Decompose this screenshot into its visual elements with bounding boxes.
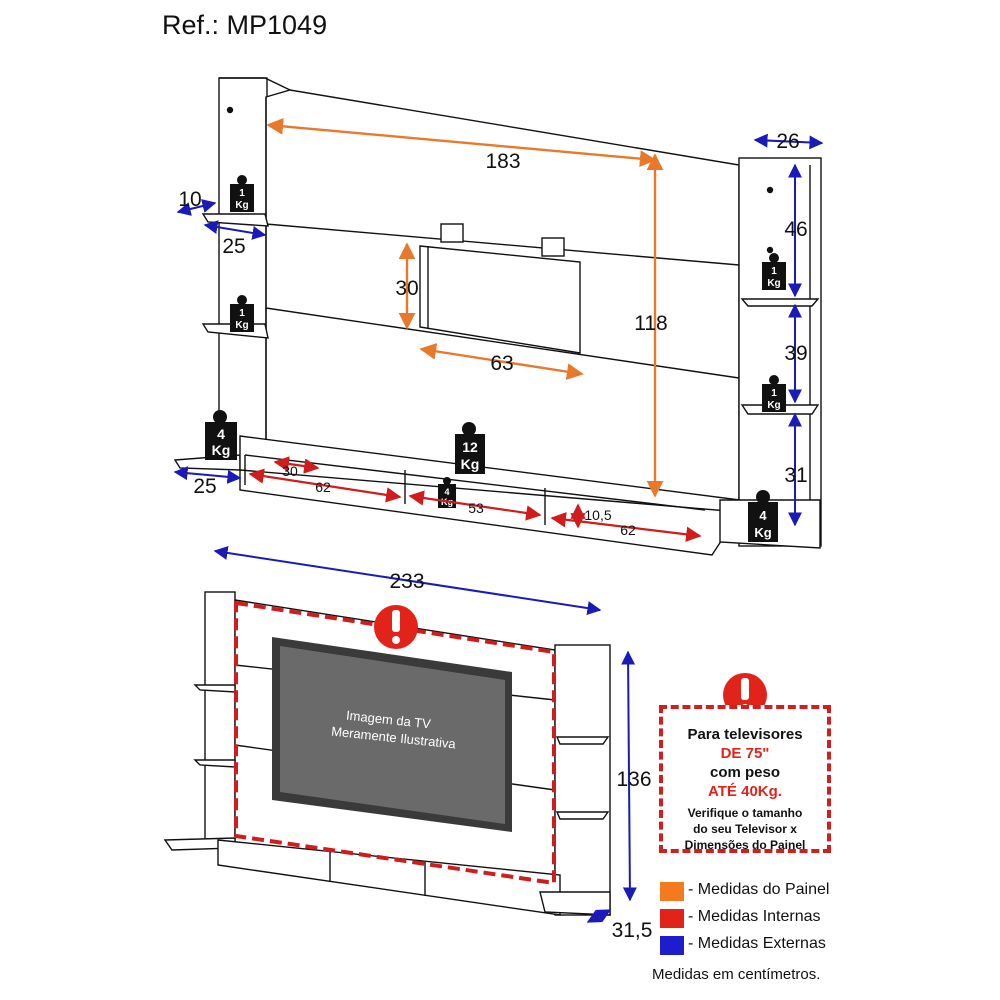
warning-note1: Verifique o tamanho [687,806,803,820]
legend-item-panel: - Medidas do Painel [660,880,860,907]
dim-total-depth: 31,5 [612,919,653,942]
dim-niche-middle-width: 53 [468,500,484,516]
warning-line1: Para televisores [687,726,803,743]
legend-swatch [660,936,684,955]
svg-text:12: 12 [462,439,478,455]
warning-note2: do seu Televisor x [693,822,797,836]
weight-base-left: 4 Kg [205,410,237,460]
dim-total-height: 136 [616,768,651,791]
tv-warning-box: Para televisores DE 75" com peso ATÉ 40K… [659,705,831,853]
internal-dimensions [248,456,702,542]
svg-text:Kg: Kg [461,456,480,472]
tv-illustration: Imagem da TV Meramente Ilustrativa [272,637,512,832]
units-footnote: Medidas em centímetros. [652,966,821,983]
warning-line3: com peso [709,764,781,781]
svg-text:4: 4 [759,508,767,523]
weight-rack-center: 12 Kg [455,422,485,474]
dim-tv-opening-height: 30 [395,277,418,300]
external-dimensions [173,133,824,527]
svg-text:Kg: Kg [754,525,771,540]
dim-left-shelf-width: 25 [222,235,245,258]
dim-right-tower-width: 26 [776,130,799,153]
warning-line2: DE 75" [720,745,770,762]
svg-text:Kg: Kg [212,442,231,458]
dim-right-middle-height: 39 [784,342,807,365]
dim-total-width: 233 [389,570,424,593]
dim-left-shelf-depth: 10 [178,188,201,211]
dim-niche-height: 30 [282,463,298,479]
dim-right-upper-height: 46 [784,218,807,241]
dim-niche-left-width: 62 [315,479,331,495]
dim-niche-right-width: 62 [620,522,636,538]
dim-tv-opening-width: 63 [490,352,513,375]
top-view [173,77,822,556]
svg-text:1: 1 [771,388,777,399]
warning-note3: Dimensões do Painel [684,838,806,852]
weight-base-right: 4 Kg [748,490,778,542]
panel-dimensions [266,117,664,498]
dim-left-base-depth: 25 [193,475,216,498]
svg-text:Kg: Kg [235,320,248,331]
svg-text:1: 1 [771,266,777,277]
overall-dimensions [213,545,637,923]
dim-niche-right-height: 10,5 [584,507,611,523]
weight-shelf-left-top: 1 Kg [230,175,254,212]
svg-text:Kg: Kg [767,400,780,411]
dim-panel-height: 118 [634,312,667,335]
legend-item-external: - Medidas Externas [660,934,860,961]
svg-text:Kg: Kg [767,278,780,289]
svg-text:4: 4 [444,487,449,497]
weight-shelf-right-mid: 1 Kg [762,375,786,412]
weight-shelf-left-mid: 1 Kg [230,295,254,332]
dim-right-lower-height: 31 [784,464,807,487]
warning-line4: ATÉ 40Kg. [708,783,782,800]
legend-swatch [660,909,684,928]
legend: - Medidas do Painel - Medidas Internas -… [660,880,860,961]
dim-panel-width: 183 [485,150,520,173]
legend-item-internal: - Medidas Internas [660,907,860,934]
svg-text:1: 1 [239,308,245,319]
svg-text:Kg: Kg [235,200,248,211]
svg-text:1: 1 [239,188,245,199]
alert-icon [374,605,418,649]
legend-swatch [660,882,684,901]
svg-text:4: 4 [217,426,225,442]
weight-shelf-right-top: 1 Kg [762,253,786,290]
reference-title: Ref.: MP1049 [162,10,328,40]
